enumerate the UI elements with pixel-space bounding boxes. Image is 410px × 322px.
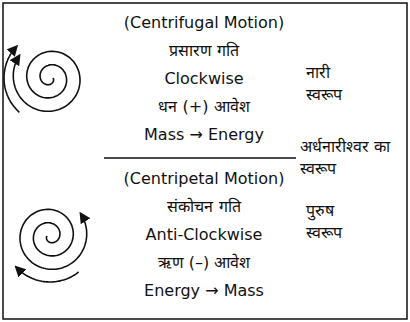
motion-title: (Centrifugal Motion): [104, 12, 304, 34]
charge-label: धन (+) आवेश: [104, 96, 304, 118]
direction-label: Clockwise: [104, 68, 304, 90]
conversion-label: Mass → Energy: [104, 124, 304, 146]
spiral-clockwise: [13, 51, 80, 111]
motion-title: (Centripetal Motion): [104, 168, 304, 190]
spiral-anticlockwise: [20, 209, 87, 269]
spiral-outer-arc: [4, 46, 19, 112]
direction-label: Anti-Clockwise: [104, 224, 304, 246]
motion-name: प्रसारण गति: [104, 40, 304, 62]
spiral-outer-arc: [16, 267, 79, 282]
charge-label: ऋण (–) आवेश: [104, 252, 304, 274]
form-label: नारी स्वरूप: [306, 62, 342, 106]
conversion-label: Energy → Mass: [104, 280, 304, 302]
divider-line: [104, 157, 296, 159]
form-label: अर्धनारीश्वर का स्वरूप: [300, 136, 404, 180]
form-label: पुरुष स्वरूप: [306, 200, 342, 244]
motion-name: संकोचन गति: [104, 196, 304, 218]
frame: [3, 3, 407, 319]
